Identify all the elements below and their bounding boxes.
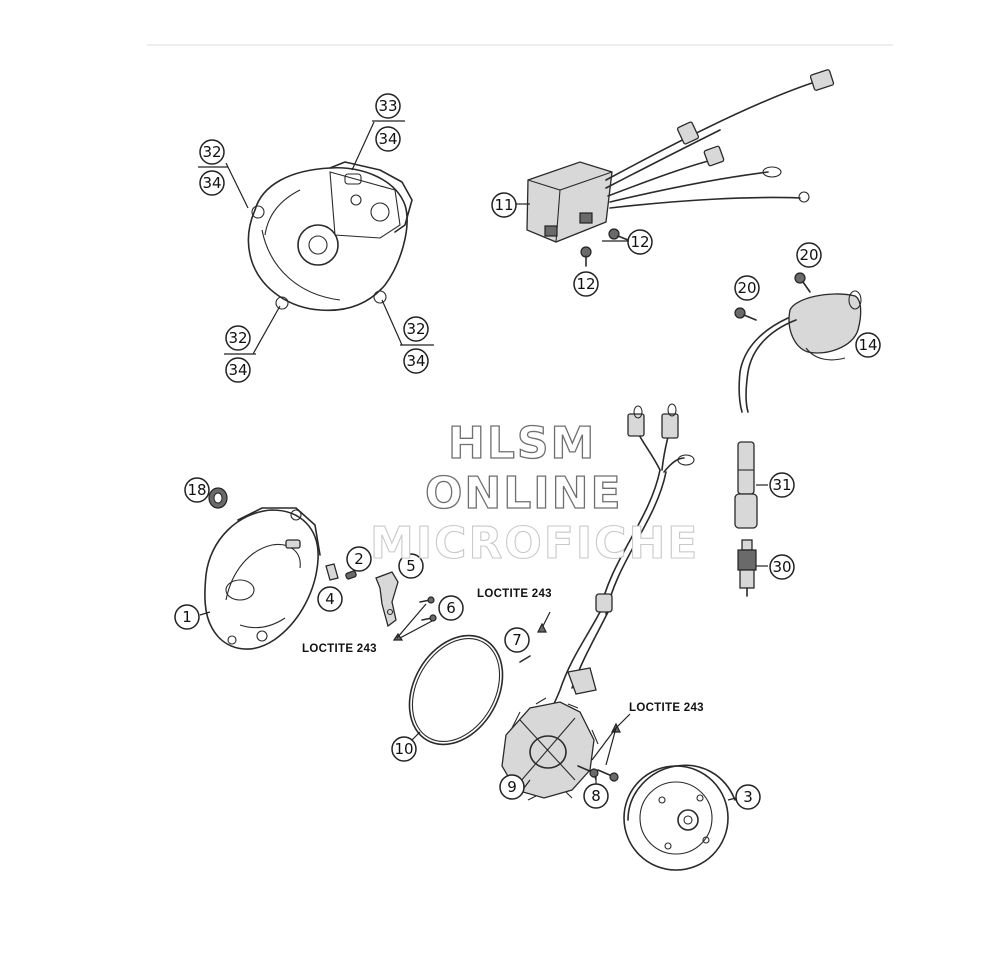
callout-9: 9 — [499, 774, 525, 800]
generator-cover-part — [204, 507, 321, 650]
callout-32-bottomright: 32 — [403, 316, 429, 342]
svg-text:2: 2 — [354, 550, 364, 568]
callout-10: 10 — [391, 736, 417, 762]
svg-text:9: 9 — [507, 778, 517, 796]
callout-32-bottomleft: 32 — [225, 325, 251, 351]
callout-18: 18 — [184, 477, 210, 503]
callout-34-bottomright: 34 — [403, 348, 429, 374]
stator-part — [501, 697, 599, 801]
callout-7: 7 — [504, 627, 530, 653]
svg-text:1: 1 — [182, 608, 192, 626]
callout-12-right: 12 — [627, 229, 653, 255]
svg-text:12: 12 — [576, 275, 595, 293]
coil-screws — [734, 272, 811, 321]
svg-text:34: 34 — [378, 130, 397, 148]
callout-2: 2 — [346, 546, 372, 572]
watermark-line-3: MICROFICHE — [369, 517, 700, 569]
callout-20-left: 20 — [734, 275, 760, 301]
callout-31: 31 — [769, 472, 795, 498]
spark-plug-cap-part — [734, 441, 758, 529]
svg-text:34: 34 — [202, 174, 221, 192]
callout-14: 14 — [855, 332, 881, 358]
cdi-unit-part — [526, 161, 613, 243]
ignition-coil-part — [738, 290, 862, 413]
callout-34-top: 34 — [375, 126, 401, 152]
callout-5: 5 — [398, 553, 424, 579]
cdi-wiring-harness — [605, 69, 835, 209]
callout-33: 33 — [375, 93, 401, 119]
svg-text:30: 30 — [772, 558, 791, 576]
callout-8: 8 — [583, 783, 609, 809]
svg-text:8: 8 — [591, 787, 601, 805]
svg-text:10: 10 — [394, 740, 413, 758]
callout-1: 1 — [174, 604, 200, 630]
svg-text:3: 3 — [743, 788, 753, 806]
watermark-line-1: HLSM — [447, 417, 597, 469]
callout-32-topleft: 32 — [199, 139, 225, 165]
svg-text:5: 5 — [406, 557, 416, 575]
callout-11: 11 — [491, 192, 517, 218]
svg-text:12: 12 — [630, 233, 649, 251]
svg-text:18: 18 — [187, 481, 206, 499]
callout-34-bottomleft: 34 — [225, 357, 251, 383]
loctite-note-right: LOCTITE 243 — [629, 702, 704, 714]
stator-screws — [577, 765, 619, 782]
loctite-note-center: LOCTITE 243 — [477, 588, 552, 600]
svg-text:11: 11 — [494, 196, 513, 214]
pin-parts — [519, 622, 547, 663]
svg-text:32: 32 — [228, 329, 247, 347]
svg-text:32: 32 — [202, 143, 221, 161]
clip-part — [325, 563, 339, 581]
ignition-cover-part — [247, 161, 413, 312]
svg-text:20: 20 — [799, 246, 818, 264]
svg-text:31: 31 — [772, 476, 791, 494]
flywheel-rotor-part — [623, 764, 736, 871]
callout-30: 30 — [769, 554, 795, 580]
svg-text:4: 4 — [325, 590, 335, 608]
svg-text:34: 34 — [406, 352, 425, 370]
callout-6: 6 — [438, 595, 464, 621]
svg-text:20: 20 — [737, 279, 756, 297]
callout-12-bottom: 12 — [573, 271, 599, 297]
o-ring-part — [408, 634, 504, 746]
callout-20-right: 20 — [796, 242, 822, 268]
callout-34-topleft: 34 — [199, 170, 225, 196]
callout-4: 4 — [317, 586, 343, 612]
svg-text:14: 14 — [858, 336, 877, 354]
svg-text:6: 6 — [446, 599, 456, 617]
cdi-mounting-screws — [580, 228, 629, 267]
svg-text:33: 33 — [378, 97, 397, 115]
svg-text:34: 34 — [228, 361, 247, 379]
spark-plug-part — [737, 539, 757, 597]
seal-ring-part — [208, 487, 228, 509]
svg-text:7: 7 — [512, 631, 522, 649]
callout-3: 3 — [735, 784, 761, 810]
watermark-line-2: ONLINE — [424, 467, 623, 519]
pickup-bracket-part — [375, 571, 399, 628]
spacer-part — [345, 570, 357, 580]
loctite-note-left: LOCTITE 243 — [302, 643, 377, 655]
svg-text:32: 32 — [406, 320, 425, 338]
